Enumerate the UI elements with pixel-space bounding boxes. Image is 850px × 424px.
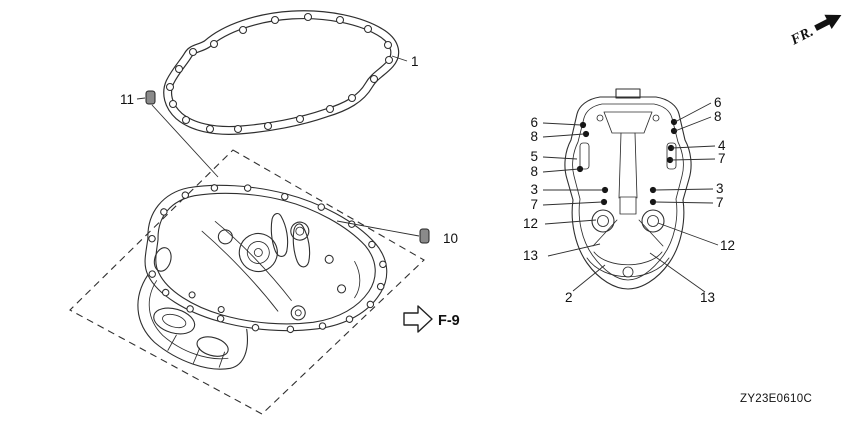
callout-right-3: 3 [716,181,724,196]
callout-left-7: 7 [530,197,538,212]
fr-arrow-icon [814,14,842,31]
callout-left-12: 12 [523,216,538,231]
rear-top-tab [615,88,641,99]
callout-left-3: 3 [530,182,538,197]
callout-10: 10 [443,231,458,246]
rear-top-trapezoid [603,111,653,134]
callout-left-5: 5 [530,149,538,164]
leader-line-10 [336,220,420,237]
bolt-point [576,165,584,173]
bolt-point [579,121,587,129]
pan-rib-paddle-1 [270,212,289,257]
pan-rib-1 [214,221,292,301]
bolt-point [649,198,657,206]
pan-rib-2 [201,230,279,312]
callout-right-6: 6 [714,95,722,110]
pan-drain-boss [238,232,278,273]
pan-flange-bolt-holes [148,184,387,334]
callout-right-4: 4 [718,138,726,153]
bolt-point [670,127,678,135]
pan-flange-inner [155,192,376,325]
diagram-code: ZY23E0610C [740,393,812,405]
bolt-point-markers [576,118,678,206]
rear-housing-outline [564,96,692,290]
pan-sump-outline [137,274,248,370]
rear-view [564,88,692,290]
callout-1: 1 [411,54,419,69]
gasket-outline [163,10,400,135]
callout-right-12: 12 [720,238,735,253]
pan-sump-inner-wall [148,280,229,360]
rear-side-slot-left [579,142,590,170]
callout-right-7a: 7 [718,151,726,166]
dashed-boundary [69,149,425,415]
f9-arrow-icon [403,305,433,333]
fr-label: FR. [787,24,816,49]
bolt-point [600,198,608,206]
pan-sump-opening-left [153,307,196,335]
rear-housing-inner [572,103,684,281]
bolt-point [601,186,609,194]
pan-oil-passage [290,221,310,241]
gasket-view [163,10,400,135]
leader-line-11a [136,97,146,100]
callout-left-13: 13 [523,248,538,263]
oil-pan-view [137,184,388,370]
rear-leader-lines [542,102,719,293]
rear-side-slot-right [666,142,677,170]
bolt-point [670,118,678,126]
callout-left-8a: 8 [530,129,538,144]
f9-reference: F-9 [403,305,460,333]
fr-indicator: FR. [787,14,842,49]
rear-center-boss [619,196,637,215]
bolt-point [667,144,675,152]
callout-left-8b: 8 [530,164,538,179]
bolt-point [666,156,674,164]
callout-right-7b: 7 [716,195,724,210]
pin-11-icon [145,90,156,105]
callout-bottom-13: 13 [700,290,715,305]
f9-label: F-9 [438,313,460,329]
rear-port-right [641,209,665,233]
pan-sump-opening-right [196,336,229,357]
pan-flange-outer [144,184,388,332]
callout-bottom-2: 2 [565,290,573,305]
bolt-10-icon [419,228,430,244]
callout-left-6: 6 [530,115,538,130]
callout-right-8: 8 [714,109,722,124]
pan-rib-paddle-2 [292,223,311,268]
rear-port-left [591,209,615,233]
bolt-point [582,130,590,138]
callout-11: 11 [120,92,134,107]
gasket-bolt-holes [165,12,394,134]
bolt-point [649,186,657,194]
leader-line-1 [391,55,408,62]
leader-line-11b [151,104,219,178]
